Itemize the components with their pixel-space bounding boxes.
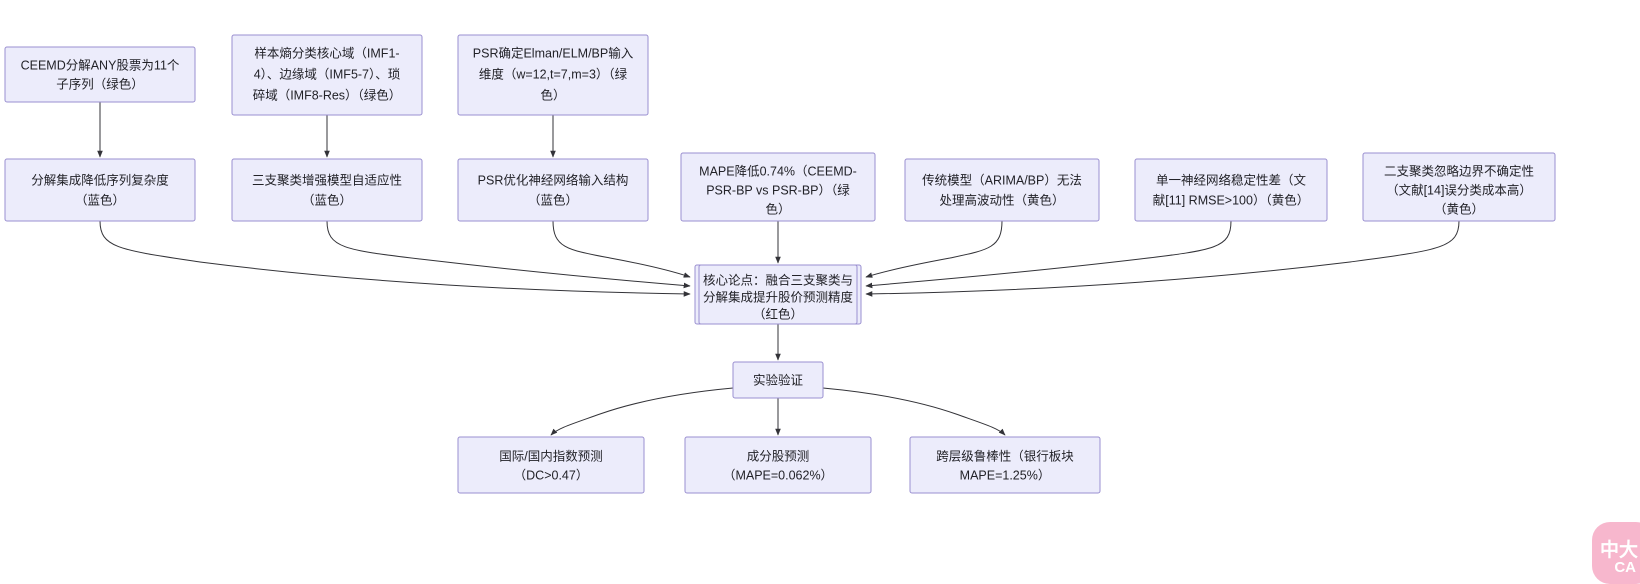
svg-text:献[11] RMSE>100）（黄色）: 献[11] RMSE>100）（黄色） — [1153, 192, 1309, 207]
svg-text:（蓝色）: （蓝色） — [75, 192, 125, 207]
node-cross-level-robust[interactable]: 跨层级鲁棒性（银行板块 MAPE=1.25%） — [909, 436, 1101, 494]
svg-text:样本熵分类核心域（IMF1-: 样本熵分类核心域（IMF1- — [254, 45, 399, 60]
node-mape-reduction[interactable]: MAPE降低0.74%（CEEMD- PSR-BP vs PSR-BP）（绿 色… — [680, 152, 876, 222]
node-sample-entropy[interactable]: 样本熵分类核心域（IMF1- 4）、边缘域（IMF5-7）、琐 碎域（IMF8-… — [231, 34, 423, 116]
svg-text:分解集成降低序列复杂度: 分解集成降低序列复杂度 — [31, 172, 169, 187]
svg-text:分解集成提升股价预测精度: 分解集成提升股价预测精度 — [703, 289, 854, 304]
svg-text:PSR确定Elman/ELM/BP输入: PSR确定Elman/ELM/BP输入 — [473, 45, 634, 60]
svg-text:色）: 色） — [540, 87, 565, 102]
svg-text:色）: 色） — [765, 201, 790, 216]
node-three-way-adaptive[interactable]: 三支聚类增强模型自适应性 （蓝色） — [231, 158, 423, 222]
svg-text:核心论点：融合三支聚类与: 核心论点：融合三支聚类与 — [703, 272, 853, 287]
node-core-thesis[interactable]: 核心论点：融合三支聚类与 分解集成提升股价预测精度 （红色） — [694, 264, 862, 325]
watermark-secondary-text: CA — [1614, 559, 1636, 576]
svg-text:实验验证: 实验验证 — [753, 372, 804, 387]
node-index-forecast[interactable]: 国际/国内指数预测 （DC>0.47） — [457, 436, 645, 494]
svg-text:维度（w=12,t=7,m=3）（绿: 维度（w=12,t=7,m=3）（绿 — [479, 66, 628, 81]
node-constituent-forecast[interactable]: 成分股预测 （MAPE=0.062%） — [684, 436, 872, 494]
edge-twoway-to-core — [865, 220, 1460, 297]
svg-text:成分股预测: 成分股预测 — [747, 449, 810, 463]
svg-text:4）、边缘域（IMF5-7）、琐: 4）、边缘域（IMF5-7）、琐 — [254, 66, 401, 81]
svg-text:三支聚类增强模型自适应性: 三支聚类增强模型自适应性 — [252, 172, 402, 187]
edges-layer — [97, 102, 1460, 436]
edge-complexity-to-core — [99, 220, 691, 297]
node-traditional-model[interactable]: 传统模型（ARIMA/BP）无法 处理高波动性（黄色） — [904, 158, 1100, 222]
node-psr-optimize[interactable]: PSR优化神经网络输入结构 （蓝色） — [457, 158, 649, 222]
watermark-primary-text: 中大 — [1599, 540, 1638, 561]
svg-text:处理高波动性（黄色）: 处理高波动性（黄色） — [939, 192, 1064, 207]
svg-text:碎域（IMF8-Res）（绿色）: 碎域（IMF8-Res）（绿色） — [253, 87, 402, 102]
node-ceemd-decompose[interactable]: CEEMD分解ANY股票为11个 子序列（绿色） — [4, 46, 196, 103]
edge-experiment-to-robust — [822, 387, 1006, 436]
node-reduce-complexity[interactable]: 分解集成降低序列复杂度 （蓝色） — [4, 158, 196, 222]
edge-psropt-to-core — [552, 220, 691, 278]
svg-text:（MAPE=0.062%）: （MAPE=0.062%） — [723, 468, 833, 482]
svg-text:CEEMD分解ANY股票为11个: CEEMD分解ANY股票为11个 — [21, 58, 180, 72]
node-single-nn-unstable[interactable]: 单一神经网络稳定性差（文 献[11] RMSE>100）（黄色） — [1134, 158, 1328, 222]
svg-text:（蓝色）: （蓝色） — [528, 192, 578, 207]
svg-text:子序列（绿色）: 子序列（绿色） — [56, 76, 144, 91]
nodes-layer: CEEMD分解ANY股票为11个 子序列（绿色） 样本熵分类核心域（IMF1- … — [4, 34, 1556, 494]
edge-adaptive-to-core — [326, 220, 691, 289]
svg-text:国际/国内指数预测: 国际/国内指数预测 — [499, 448, 602, 463]
svg-text:单一神经网络稳定性差（文: 单一神经网络稳定性差（文 — [1156, 172, 1307, 187]
node-psr-dimension[interactable]: PSR确定Elman/ELM/BP输入 维度（w=12,t=7,m=3）（绿 色… — [457, 34, 649, 116]
svg-text:（DC>0.47）: （DC>0.47） — [514, 468, 589, 482]
edge-singlenn-to-core — [865, 220, 1232, 289]
svg-text:（红色）: （红色） — [753, 306, 803, 321]
svg-text:MAPE降低0.74%（CEEMD-: MAPE降低0.74%（CEEMD- — [699, 164, 857, 178]
svg-text:（蓝色）: （蓝色） — [302, 192, 352, 207]
node-experiment-validation[interactable]: 实验验证 — [732, 361, 824, 399]
edge-experiment-to-index — [550, 387, 734, 436]
svg-text:MAPE=1.25%）: MAPE=1.25%） — [960, 468, 1051, 482]
svg-text:（黄色）: （黄色） — [1434, 201, 1484, 216]
svg-text:二支聚类忽略边界不确定性: 二支聚类忽略边界不确定性 — [1384, 163, 1534, 178]
svg-text:传统模型（ARIMA/BP）无法: 传统模型（ARIMA/BP）无法 — [922, 172, 1082, 187]
svg-text:PSR优化神经网络输入结构: PSR优化神经网络输入结构 — [478, 172, 629, 187]
svg-text:（文献[14]误分类成本高）: （文献[14]误分类成本高） — [1386, 182, 1532, 197]
edge-traditional-to-core — [865, 220, 1003, 278]
node-two-way-boundary[interactable]: 二支聚类忽略边界不确定性 （文献[14]误分类成本高） （黄色） — [1362, 152, 1556, 222]
svg-text:PSR-BP vs PSR-BP）（绿: PSR-BP vs PSR-BP）（绿 — [706, 182, 850, 197]
svg-text:跨层级鲁棒性（银行板块: 跨层级鲁棒性（银行板块 — [936, 449, 1074, 463]
